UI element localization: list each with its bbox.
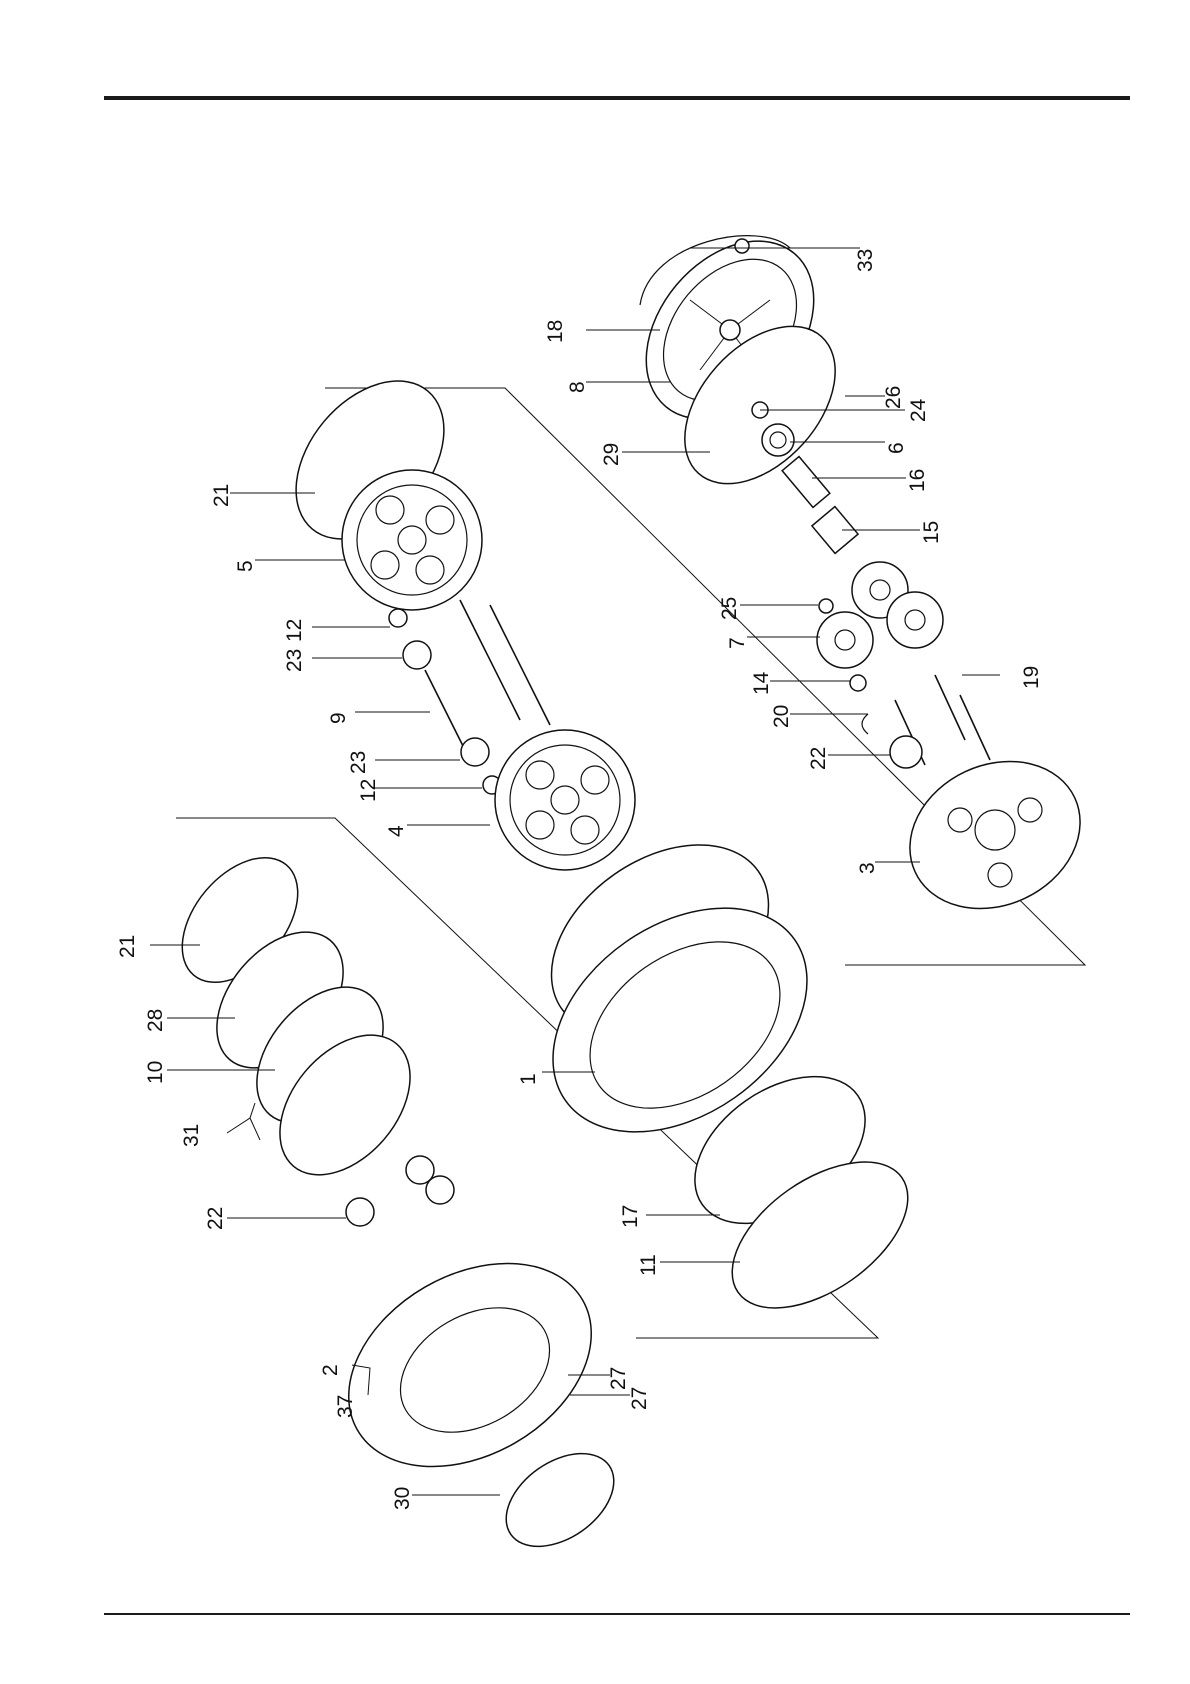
plug-33: [735, 239, 749, 253]
pin-20: [862, 714, 868, 734]
carrier-3: [886, 734, 1105, 935]
callout-21-upper: 21: [210, 484, 233, 507]
sun-gear-6: [762, 424, 794, 456]
cover-30: [489, 1434, 631, 1565]
gear-4: [495, 730, 635, 870]
callout-12-lower: 12: [357, 779, 380, 802]
callout-24: 24: [907, 398, 930, 422]
callout-29: 29: [600, 443, 623, 466]
footer-rule: [104, 1613, 1130, 1615]
ball-25: [819, 599, 833, 613]
callout-16: 16: [906, 469, 929, 492]
callout-20: 20: [770, 705, 793, 728]
callout-27-upper: 27: [607, 1367, 630, 1390]
planetary-gears-7: [817, 562, 943, 668]
callout-18: 18: [544, 320, 567, 343]
callout-21-lower: 21: [116, 935, 139, 958]
callout-26: 26: [882, 386, 905, 409]
callout-27-lower: 27: [628, 1387, 651, 1410]
callout-2: 2: [319, 1364, 342, 1376]
callout-22-lower: 22: [204, 1207, 227, 1230]
callout-3: 3: [856, 862, 879, 874]
callout-14: 14: [750, 671, 773, 695]
callout-7: 7: [726, 637, 749, 649]
callout-1: 1: [517, 1073, 540, 1085]
shaft-16: [782, 457, 830, 508]
callout-22-upper: 22: [807, 747, 830, 770]
washer-14: [850, 675, 866, 691]
callout-17: 17: [619, 1205, 642, 1228]
callout-6: 6: [885, 442, 908, 454]
bearing-22-upper: [890, 736, 922, 768]
callout-12-upper: 12: [283, 619, 306, 642]
bearings-22-lower: [346, 1156, 454, 1226]
callout-33: 33: [854, 249, 877, 272]
callout-19: 19: [1020, 666, 1043, 689]
washer-12-upper: [389, 609, 407, 627]
bearing-23-lower: [461, 738, 489, 766]
callout-9: 9: [327, 712, 350, 724]
callout-11: 11: [637, 1254, 660, 1276]
callout-23-upper: 23: [283, 649, 306, 672]
callout-31: 31: [180, 1124, 203, 1147]
callout-8: 8: [566, 381, 589, 393]
shafts-9: [425, 600, 550, 760]
callout-15: 15: [920, 521, 943, 544]
callout-37: 37: [334, 1395, 357, 1418]
gear-5: [342, 470, 482, 610]
callout-28: 28: [144, 1009, 167, 1032]
callout-10: 10: [144, 1061, 167, 1084]
callout-30: 30: [391, 1487, 414, 1510]
callout-25: 25: [718, 597, 741, 620]
callout-23-lower: 23: [347, 751, 370, 774]
callout-5: 5: [234, 560, 257, 572]
bearing-23-upper: [403, 641, 431, 669]
callout-4: 4: [385, 825, 408, 837]
